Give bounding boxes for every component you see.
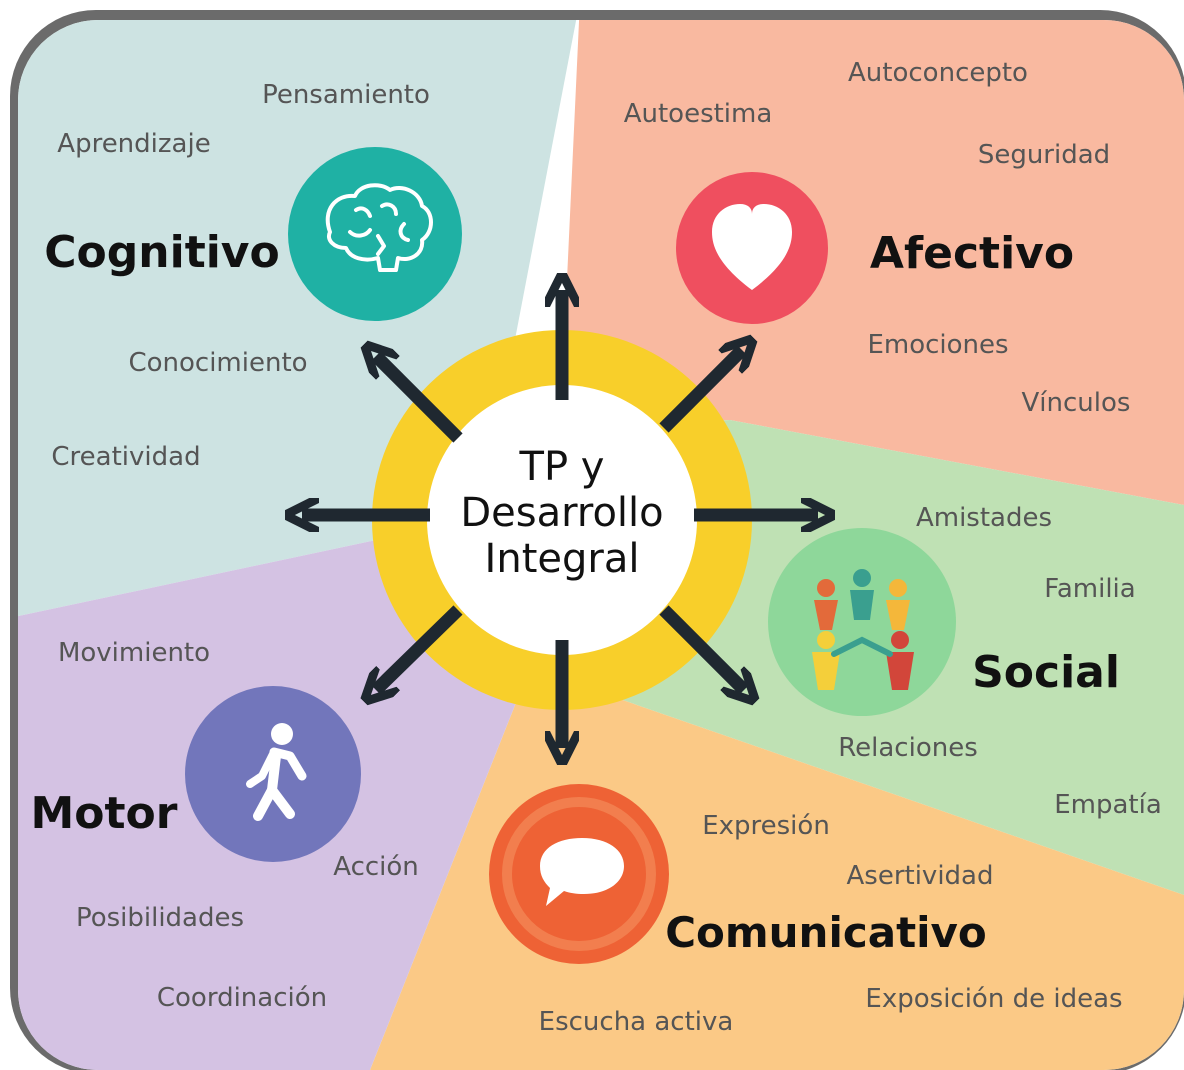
keyword-emociones: Emociones (867, 330, 1008, 360)
social-circle (768, 528, 956, 716)
keyword-exposicion-de-ideas: Exposición de ideas (865, 984, 1122, 1014)
keyword-conocimiento: Conocimiento (128, 348, 307, 378)
heart-icon (712, 204, 792, 290)
arrow-up-left (376, 356, 463, 443)
region-comunicativo (370, 680, 1184, 1070)
walking-person-icon (246, 723, 307, 821)
comunicativo-circle-ring (502, 797, 656, 951)
keyword-vinculos: Vínculos (1022, 388, 1131, 418)
keyword-creatividad: Creatividad (51, 442, 200, 472)
arrow-up-right (659, 350, 742, 433)
keyword-coordinacion: Coordinación (157, 983, 327, 1013)
keyword-asertividad: Asertividad (847, 861, 994, 891)
arrow-down-right (659, 605, 744, 690)
keyword-seguridad: Seguridad (978, 140, 1110, 170)
keyword-movimiento: Movimiento (58, 638, 210, 668)
brain-icon (325, 183, 433, 272)
arrow-group (302, 290, 818, 748)
keyword-amistades: Amistades (916, 503, 1052, 533)
keyword-autoconcepto: Autoconcepto (848, 58, 1028, 88)
afectivo-title: Afectivo (870, 228, 1074, 279)
keyword-accion: Acción (333, 852, 419, 882)
center-title-line1: TP y (519, 444, 605, 490)
center-title-line2: Desarrollo (460, 490, 663, 536)
hub-center (427, 385, 697, 655)
keyword-relaciones: Relaciones (838, 733, 978, 763)
center-title-line3: Integral (485, 536, 640, 582)
keyword-pensamiento: Pensamiento (262, 80, 430, 110)
arrow-down-left (376, 605, 463, 690)
keyword-posibilidades: Posibilidades (76, 903, 244, 933)
motor-title: Motor (31, 788, 178, 839)
speech-bubble-icon (540, 838, 624, 906)
keyword-empatia: Empatía (1054, 790, 1162, 820)
comunicativo-title: Comunicativo (665, 908, 987, 957)
cognitivo-circle (288, 147, 462, 321)
keyword-autoestima: Autoestima (624, 99, 773, 129)
keyword-familia: Familia (1044, 574, 1135, 604)
keyword-expresion: Expresión (702, 811, 830, 841)
people-circle-icon (812, 569, 914, 690)
cognitivo-title: Cognitivo (44, 227, 279, 278)
keyword-aprendizaje: Aprendizaje (57, 129, 210, 159)
keyword-escucha-activa: Escucha activa (539, 1007, 734, 1037)
social-title: Social (972, 647, 1120, 698)
